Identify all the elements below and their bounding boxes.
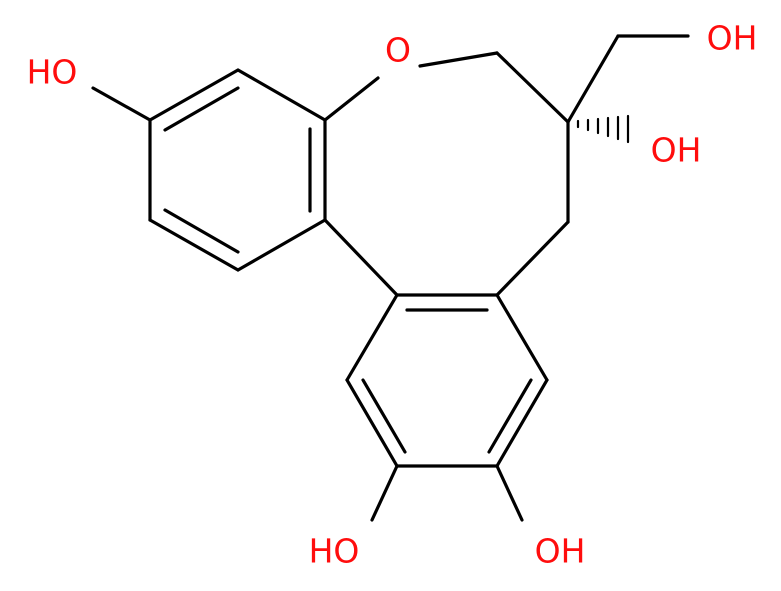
bond — [236, 68, 327, 122]
bond — [495, 378, 549, 468]
bond — [148, 68, 240, 122]
ring-oxygen-label: O — [385, 31, 411, 70]
bond — [91, 86, 152, 122]
substituent-bonds — [91, 34, 690, 522]
bond — [323, 218, 399, 297]
bond — [495, 464, 524, 522]
bond — [345, 293, 399, 382]
bond — [495, 220, 570, 297]
stereo-hydroxyl-label: OH — [651, 131, 702, 170]
bond — [370, 464, 399, 522]
bond — [163, 86, 240, 132]
bond — [566, 34, 620, 124]
bond — [236, 218, 327, 272]
lower-benzene-ring — [345, 293, 549, 468]
hydroxyl-label-left: HO — [27, 53, 78, 92]
bond — [148, 218, 240, 272]
bond — [418, 51, 499, 68]
bond — [487, 378, 533, 454]
bond — [323, 76, 380, 122]
hydroxyl-label-bottom-left: HO — [309, 532, 360, 571]
hydroxymethyl-oh-label: OH — [707, 19, 758, 58]
bond — [361, 378, 407, 454]
hashed-wedge-bond — [576, 114, 630, 144]
bond — [163, 208, 240, 254]
oxocine-ring-bonds — [323, 51, 570, 297]
bond — [345, 378, 399, 468]
hydroxyl-label-bottom-right: OH — [535, 532, 586, 571]
atom-labels: HO O OH OH HO OH — [27, 19, 758, 571]
bond — [495, 51, 570, 124]
upper-benzene-ring — [148, 68, 327, 272]
bond — [495, 293, 549, 382]
